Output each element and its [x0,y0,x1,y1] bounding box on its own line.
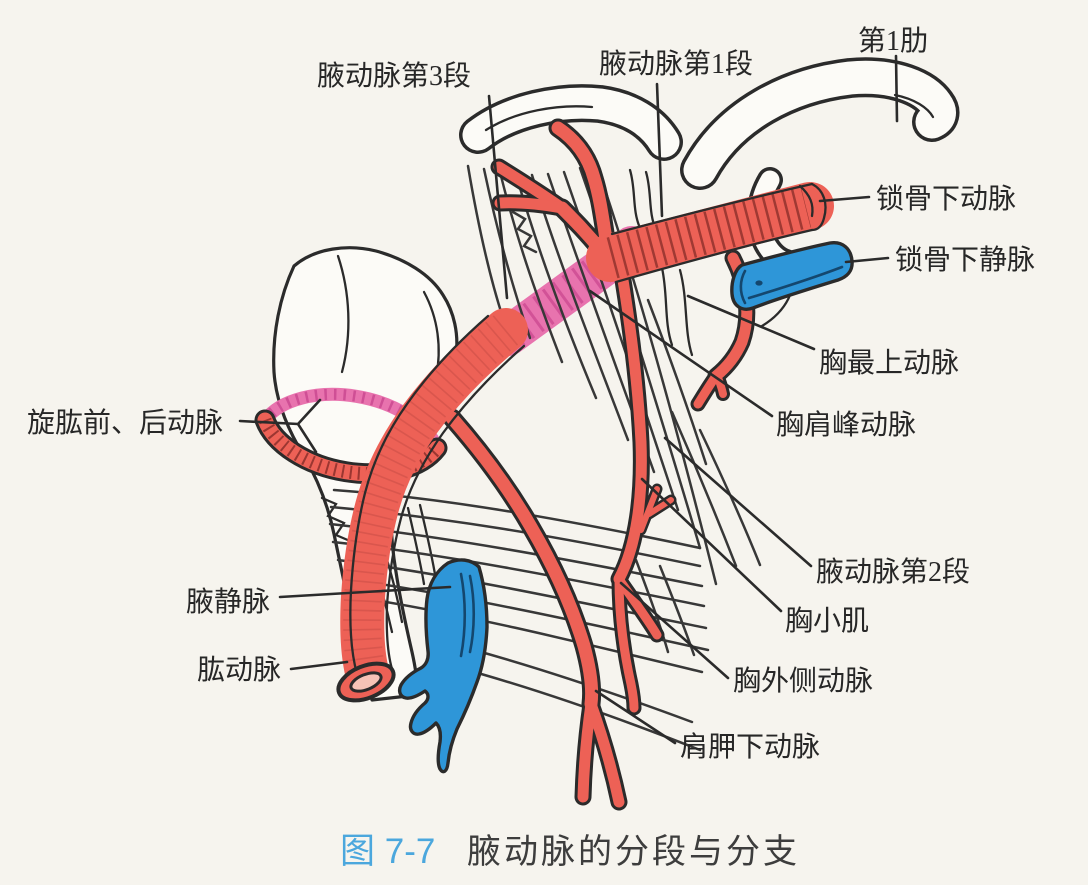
brachial-artery-cut-end [336,661,396,703]
figure-title: 腋动脉的分段与分支 [467,833,800,871]
label-superior-thoracic-artery: 胸最上动脉 [819,347,959,379]
label-brachial-artery: 肱动脉 [197,654,281,686]
label-circumflex-humeral-arteries: 旋肱前、后动脉 [27,407,223,439]
axillary-vein-vessel [397,558,489,774]
clavicle-bone [459,84,683,161]
lateral-thoracic-artery-vessel [610,259,677,716]
subscapular-artery-vessel [442,408,628,811]
label-subclavian-vein: 锁骨下静脉 [895,244,1035,276]
label-pectoralis-minor: 胸小肌 [785,605,869,637]
labels: 腋动脉第3段 腋动脉第1段 第1肋 锁骨下动脉 锁骨下静脉 胸最上动脉 胸肩峰动… [27,25,1035,763]
figure-number: 图 7-7 [340,832,435,871]
label-subscapular-artery: 肩胛下动脉 [680,731,820,763]
label-subclavian-artery: 锁骨下动脉 [876,183,1016,215]
subclavian-artery-vessel [586,182,834,284]
leader-lines [238,54,899,745]
label-axillary-artery-segment-3: 腋动脉第3段 [317,60,471,92]
subclavian-vein-vessel [730,241,854,311]
label-axillary-vein: 腋静脉 [186,586,270,618]
label-lateral-thoracic-artery: 胸外侧动脉 [733,665,873,697]
label-axillary-artery-segment-1: 腋动脉第1段 [599,48,753,80]
axillary-brachial-artery-vessel [336,308,528,703]
figure-caption: 图 7-7 腋动脉的分段与分支 [340,832,800,871]
label-first-rib: 第1肋 [858,25,928,57]
label-axillary-artery-segment-2: 腋动脉第2段 [816,556,970,588]
label-thoracoacromial-artery: 胸肩峰动脉 [776,409,916,441]
